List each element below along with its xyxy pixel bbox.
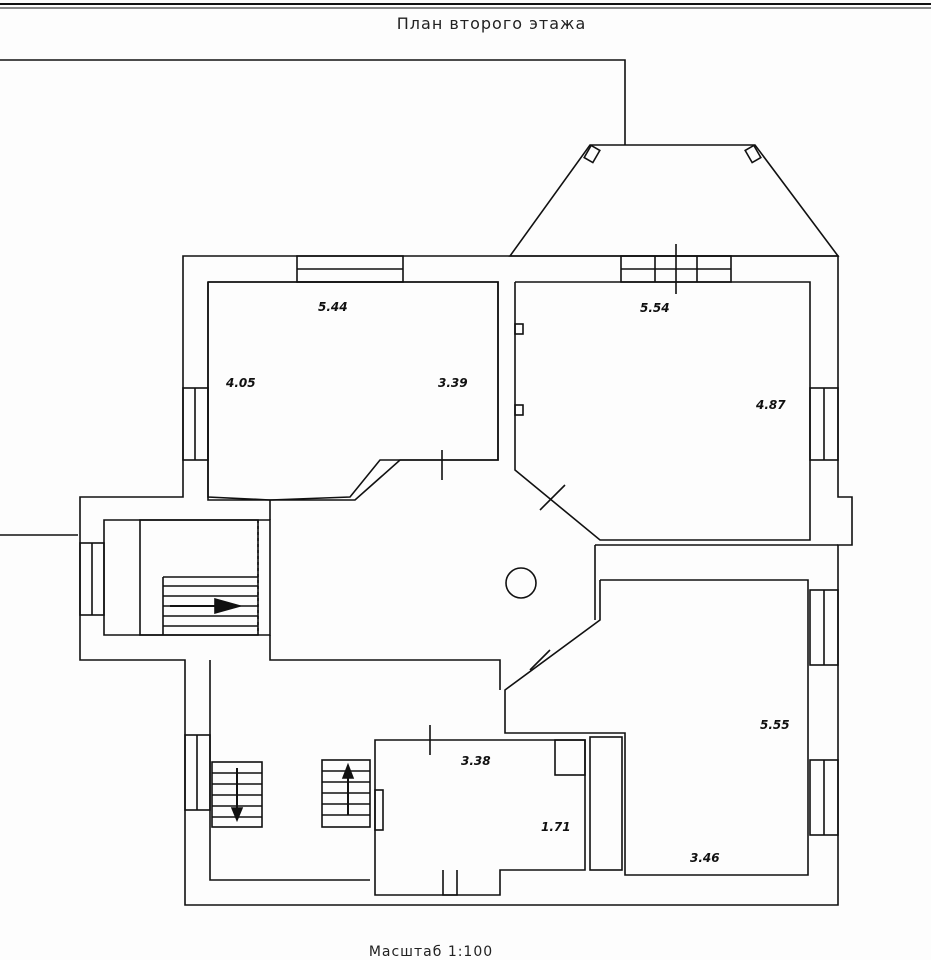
staircase-main [139,519,259,636]
frame-top-border [0,3,931,9]
plan-title: План второго этажа [396,14,587,33]
dimension-label: 3.46 [690,851,720,865]
windows [79,255,839,836]
central-hall [209,500,537,881]
staircase-lower-left [211,761,263,828]
dimension-label: 5.44 [318,300,348,314]
dimension-label: 4.87 [755,398,786,412]
dimension-label: 3.39 [438,376,468,390]
dimension-label: 1.71 [541,820,571,834]
dimension-label: 5.55 [760,718,790,732]
site-boundary [0,59,626,536]
room-top-left [207,281,499,501]
dimension-label: 5.54 [640,301,670,315]
room-bathroom [374,739,586,896]
dimension-label: 3.38 [461,754,491,768]
bay-window [508,144,840,257]
room-right [504,544,838,876]
scale-label: Масштаб 1:100 [368,944,494,960]
room-top-right [514,281,811,541]
staircase-lower-right [321,759,371,828]
door-marks [429,244,677,755]
dimension-label: 4.05 [225,376,256,390]
